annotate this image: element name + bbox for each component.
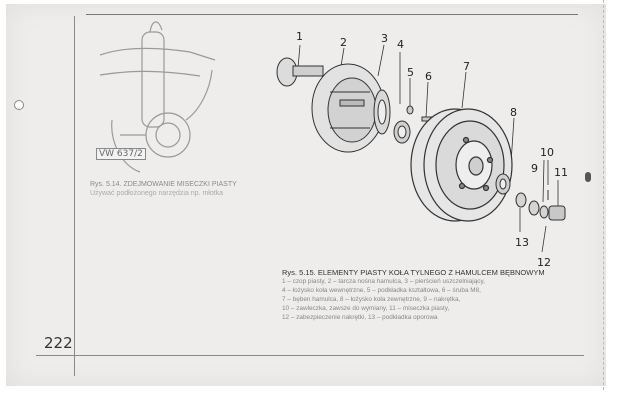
edge-mark	[585, 172, 591, 182]
hub-cap-part-11	[548, 205, 566, 221]
figure-515-title: Rys. 5.15. ELEMENTY PIASTY KOŁA TYLNEGO …	[282, 268, 545, 277]
callout-1: 1	[296, 30, 303, 43]
thrust-washer-part-13	[515, 192, 527, 208]
brake-drum-part-7	[410, 108, 513, 222]
nut-part-9	[528, 200, 540, 216]
callout-5: 5	[407, 66, 414, 79]
callout-8: 8	[510, 106, 517, 119]
legend-line: 1 – czop piasty, 2 – tarcza nośna hamulc…	[282, 278, 485, 285]
leader-lines	[297, 44, 559, 253]
figure-515-caption: Rys. 5.15. ELEMENTY PIASTY KOŁA TYLNEGO …	[282, 268, 582, 322]
figure-514-caption: Rys. 5.14. ZDEJMOWANIE MISECZKI PIASTY U…	[90, 180, 270, 198]
hub-stub-part-1	[276, 57, 324, 87]
washer-and-bolt-parts-5-6	[406, 105, 433, 122]
callout-4: 4	[397, 38, 404, 51]
callout-6: 6	[425, 70, 432, 83]
tool-badge: VW 637/2	[96, 148, 146, 160]
callout-2: 2	[340, 36, 347, 49]
callout-13: 13	[515, 236, 529, 249]
figure-514-title: Rys. 5.14. ZDEJMOWANIE MISECZKI PIASTY	[90, 181, 237, 188]
backing-plate-part-2	[311, 63, 385, 153]
callout-3: 3	[381, 32, 388, 45]
callout-11: 11	[554, 166, 568, 179]
top-rule	[86, 14, 578, 15]
callout-12: 12	[537, 256, 551, 269]
callout-7: 7	[463, 60, 470, 73]
bottom-rule	[36, 355, 584, 356]
nut-lock-part-12	[539, 205, 549, 219]
page-edge	[603, 0, 614, 390]
callout-9: 9	[531, 162, 538, 175]
legend-line: 7 – bęben hamulca, 8 – łożysko koła zewn…	[282, 296, 461, 303]
binding-hole	[14, 100, 24, 110]
figure-514-body: Używać podłożonego narzędzia np. młotka	[90, 190, 224, 197]
outer-bearing-part-8	[495, 173, 511, 195]
callout-10: 10	[540, 146, 554, 159]
inner-bearing-part-4	[393, 120, 411, 144]
legend-line: 4 – łożysko koła wewnętrzne, 5 – podkład…	[282, 287, 481, 294]
left-rule	[74, 16, 75, 376]
legend-line: 10 – zawleczka, zawsze do wymiany, 11 – …	[282, 305, 450, 312]
seal-ring-part-3	[373, 89, 391, 135]
hub-nut-parts	[515, 190, 566, 221]
page-number: 222	[44, 334, 73, 352]
hub-cap-removal-drawing	[99, 21, 216, 173]
legend-line: 12 – zabezpieczenie nakrętki, 13 – podkł…	[282, 314, 438, 321]
